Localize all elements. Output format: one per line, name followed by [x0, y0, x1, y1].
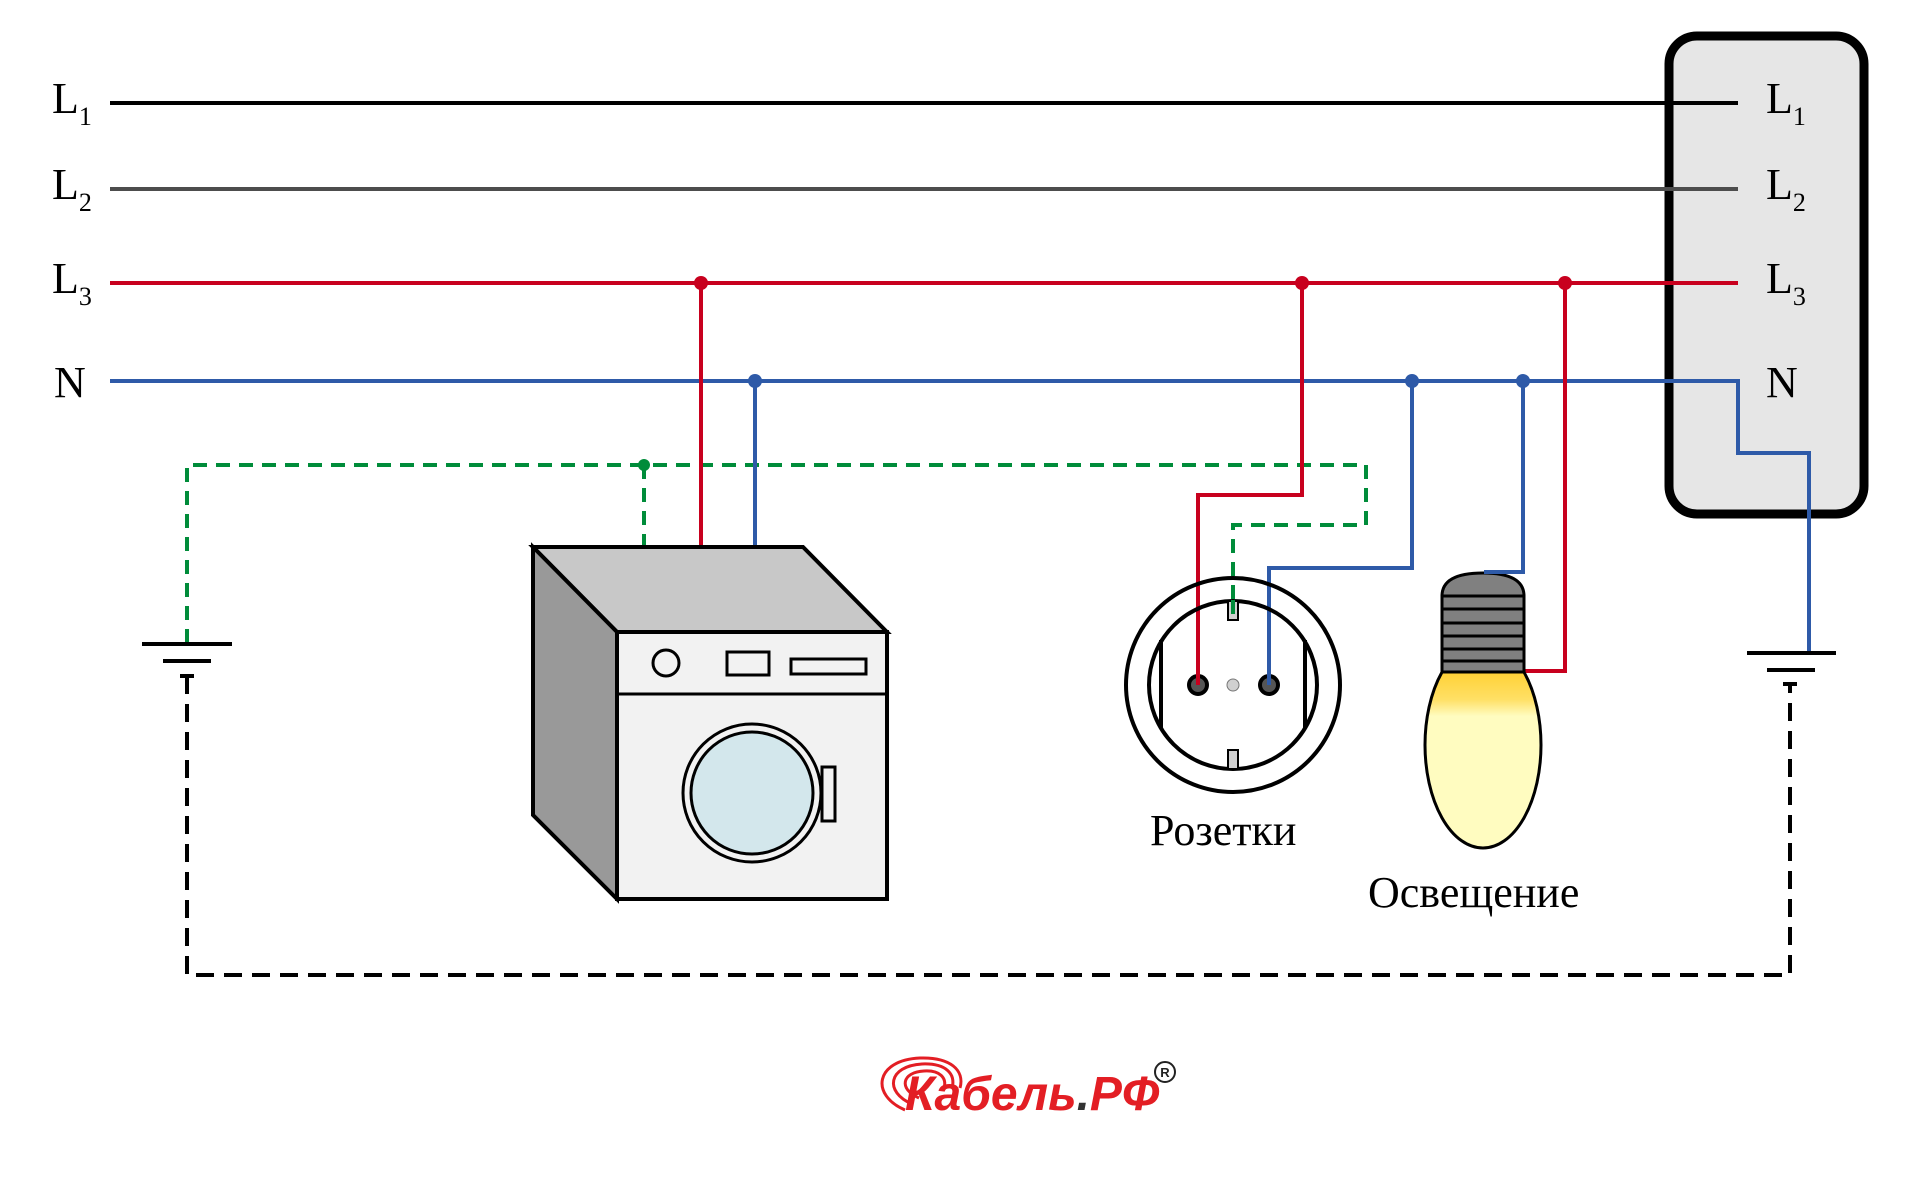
light-bulb — [1423, 571, 1543, 850]
washer-detergent-drawer-icon — [789, 657, 868, 676]
socket-label: Розетки — [1150, 806, 1296, 855]
pe-junction-dot — [638, 459, 650, 471]
junction-dots — [694, 276, 1572, 388]
earth-electrode-left — [142, 642, 232, 678]
registered-mark: R — [1160, 1065, 1170, 1080]
earth-electrode-right — [1747, 651, 1836, 686]
label-N: N — [54, 358, 86, 407]
panel-label-N: N — [1766, 358, 1798, 407]
panel-label-L3: L3 — [1766, 254, 1806, 311]
buses — [110, 101, 1811, 653]
junction-dot-L3-socket — [1295, 276, 1309, 290]
registered-mark-icon — [1154, 1061, 1176, 1083]
socket-earth-clip-bottom — [1227, 749, 1239, 770]
washer-knob-icon — [651, 648, 681, 678]
socket-phase-wire — [1196, 283, 1304, 685]
label-L2: L2 — [52, 160, 92, 217]
panel-label-L1: L1 — [1766, 74, 1806, 131]
panel-label-L2: L2 — [1766, 160, 1806, 217]
washer-display-icon — [725, 650, 771, 677]
distribution-panel — [1664, 31, 1869, 519]
washer-door-handle — [820, 765, 837, 823]
bulb-cap — [1440, 571, 1526, 598]
junction-dot-N-lamp — [1516, 374, 1530, 388]
junction-dot-N-washer — [748, 374, 762, 388]
socket-outer-ring — [1124, 576, 1342, 794]
junction-dot-L3-lamp — [1558, 276, 1572, 290]
socket-center-dot — [1226, 678, 1240, 692]
pe-conductor — [185, 463, 1368, 643]
brand-logo: Кабель.РФ R — [880, 1056, 1176, 1121]
socket-neutral-wire — [1267, 381, 1414, 685]
junction-dot-L3-washer — [694, 276, 708, 290]
lamp-phase-wire — [1524, 283, 1567, 673]
left-bus-labels: L1 L2 L3 N — [52, 74, 92, 407]
label-L1: L1 — [52, 74, 92, 131]
logo-text: Кабель.РФ — [905, 1068, 1160, 1121]
washer-door-glass — [689, 730, 815, 856]
bus-N — [110, 379, 1811, 653]
lamp-label: Освещение — [1368, 868, 1579, 917]
pe-main-line — [185, 463, 1368, 643]
label-L3: L3 — [52, 254, 92, 311]
panel-terminal-labels: L1 L2 L3 N — [1766, 74, 1806, 407]
ground-bonding-link — [185, 676, 1792, 977]
lamp-neutral-wire — [1484, 381, 1525, 574]
washing-machine — [528, 542, 892, 904]
logo-swoosh-icon — [880, 1056, 963, 1112]
junction-dot-N-socket — [1405, 374, 1419, 388]
